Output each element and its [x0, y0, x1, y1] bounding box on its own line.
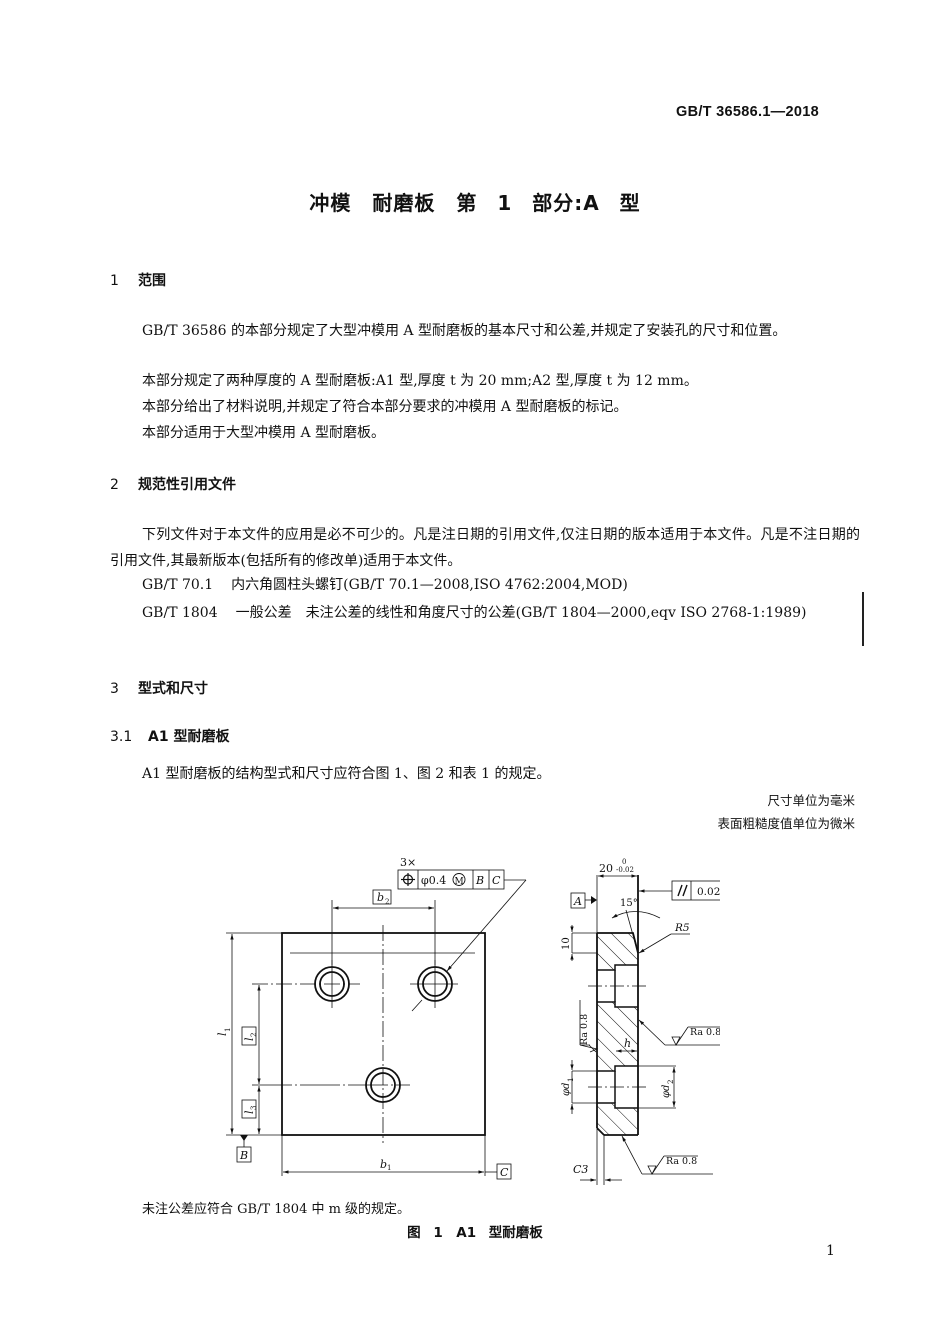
section-3-heading: 3 型式和尺寸 [110, 678, 208, 698]
dim-l2: l [243, 1037, 256, 1041]
front-view [226, 869, 527, 1180]
hole-top-right [410, 960, 458, 1008]
svg-text:1: 1 [567, 1078, 575, 1082]
dim-l3: l [243, 1110, 256, 1114]
hole-bottom-center [252, 1067, 410, 1103]
section-1-paragraph-2: 本部分规定了两种厚度的 A 型耐磨板:A1 型,厚度 t 为 20 mm;A2 … [142, 373, 698, 389]
svg-text:2: 2 [385, 898, 389, 906]
svg-text:2: 2 [250, 1033, 258, 1037]
reference-title: 一般公差 未注公差的线性和角度尺寸的公差(GB/T 1804—2000,eqv … [235, 605, 807, 621]
section-1-heading: 1 范围 [110, 270, 166, 290]
roughness-unit-note: 表面粗糙度值单位为微米 [717, 816, 855, 831]
section-number: 1 [110, 273, 119, 289]
datum-c: C [500, 1166, 509, 1179]
dim-h: h [624, 1037, 631, 1050]
dim-d1: φd [561, 1083, 572, 1096]
dim-b2: b [377, 891, 384, 904]
reference-code: GB/T 70.1 [142, 577, 214, 593]
thickness-dim: 20 [599, 862, 613, 875]
dim-b1: b [380, 1158, 387, 1171]
svg-text:3: 3 [250, 1106, 258, 1110]
section-2-heading: 2 规范性引用文件 [110, 474, 236, 494]
mmc-symbol: M [455, 877, 464, 887]
dim-10: 10 [561, 937, 572, 950]
roughness-bottom: Ra 0.8 [666, 1156, 697, 1167]
side-section-view [570, 874, 720, 1185]
standard-code: GB/T 36586.1—2018 [676, 104, 819, 120]
document-title: 冲模 耐磨板 第 1 部分:A 型 [309, 191, 641, 215]
roughness-left: Ra 0.8 [579, 1014, 590, 1045]
figure-1-drawing: 3× φ0.4 M B C b 2 b 1 C B l1 l2 l3 [216, 856, 720, 1185]
figure-caption: 图 1 A1 型耐磨板 [0, 1221, 950, 1241]
section-number: 3 [110, 681, 119, 697]
page-number: 1 [826, 1243, 835, 1259]
reference-title: 内六角圆柱头螺钉(GB/T 70.1—2008,ISO 4762:2004,MO… [231, 577, 628, 593]
thickness-lower: -0.02 [616, 866, 634, 874]
section-2-paragraph-1: 下列文件对于本文件的应用是必不可少的。凡是注日期的引用文件,仅注日期的版本适用于… [110, 527, 860, 569]
hole-top-left [252, 960, 360, 1008]
datum-b: B [239, 1149, 248, 1162]
count-label: 3× [400, 856, 416, 869]
dimension-unit-note: 尺寸单位为毫米 [767, 793, 855, 808]
section-1-paragraph-3: 本部分给出了材料说明,并规定了符合本部分要求的冲模用 A 型耐磨板的标记。 [142, 399, 628, 415]
section-title: 型式和尺寸 [138, 681, 208, 697]
radius-label: R5 [674, 922, 690, 934]
thickness-upper: 0 [622, 858, 626, 866]
section-1-paragraph-1: GB/T 36586 的本部分规定了大型冲模用 A 型耐磨板的基本尺寸和公差,并… [142, 323, 787, 339]
svg-text:2: 2 [667, 1080, 675, 1084]
section-number: 3.1 [110, 729, 133, 745]
datum-c-ref: C [492, 874, 501, 887]
reference-code: GB/T 1804 [142, 605, 218, 621]
dim-d2: φd [661, 1085, 672, 1098]
section-1-paragraph-4: 本部分适用于大型冲模用 A 型耐磨板。 [142, 425, 386, 441]
figure-title: A1 型耐磨板 [456, 1225, 543, 1241]
roughness-right: Ra 0.8 [690, 1027, 720, 1038]
section-number: 2 [110, 477, 119, 493]
dim-l1: l [216, 1032, 229, 1036]
figure-number: 图 1 [407, 1225, 443, 1241]
reference-item: GB/T 1804 一般公差 未注公差的线性和角度尺寸的公差(GB/T 1804—… [110, 600, 860, 626]
position-tolerance: φ0.4 [421, 874, 446, 887]
change-bar [862, 592, 864, 646]
plate-outline [281, 932, 486, 1136]
svg-text:1: 1 [224, 1028, 232, 1032]
datum-b-ref: B [475, 874, 484, 887]
figure-note: 未注公差应符合 GB/T 1804 中 m 级的规定。 [142, 1202, 411, 1217]
svg-text:1: 1 [387, 1164, 391, 1172]
section-3-1-paragraph-1: A1 型耐磨板的结构型式和尺寸应符合图 1、图 2 和表 1 的规定。 [142, 766, 551, 782]
reference-item: GB/T 70.1 内六角圆柱头螺钉(GB/T 70.1—2008,ISO 476… [142, 574, 628, 594]
section-title: 规范性引用文件 [138, 477, 236, 493]
chamfer-label: C3 [573, 1163, 588, 1176]
parallel-tolerance: 0.02 [697, 886, 720, 898]
angle-label: 15° [620, 898, 638, 909]
section-title: A1 型耐磨板 [148, 729, 230, 745]
section-title: 范围 [138, 273, 166, 289]
section-3-1-heading: 3.1 A1 型耐磨板 [110, 726, 229, 746]
datum-a: A [573, 895, 582, 908]
